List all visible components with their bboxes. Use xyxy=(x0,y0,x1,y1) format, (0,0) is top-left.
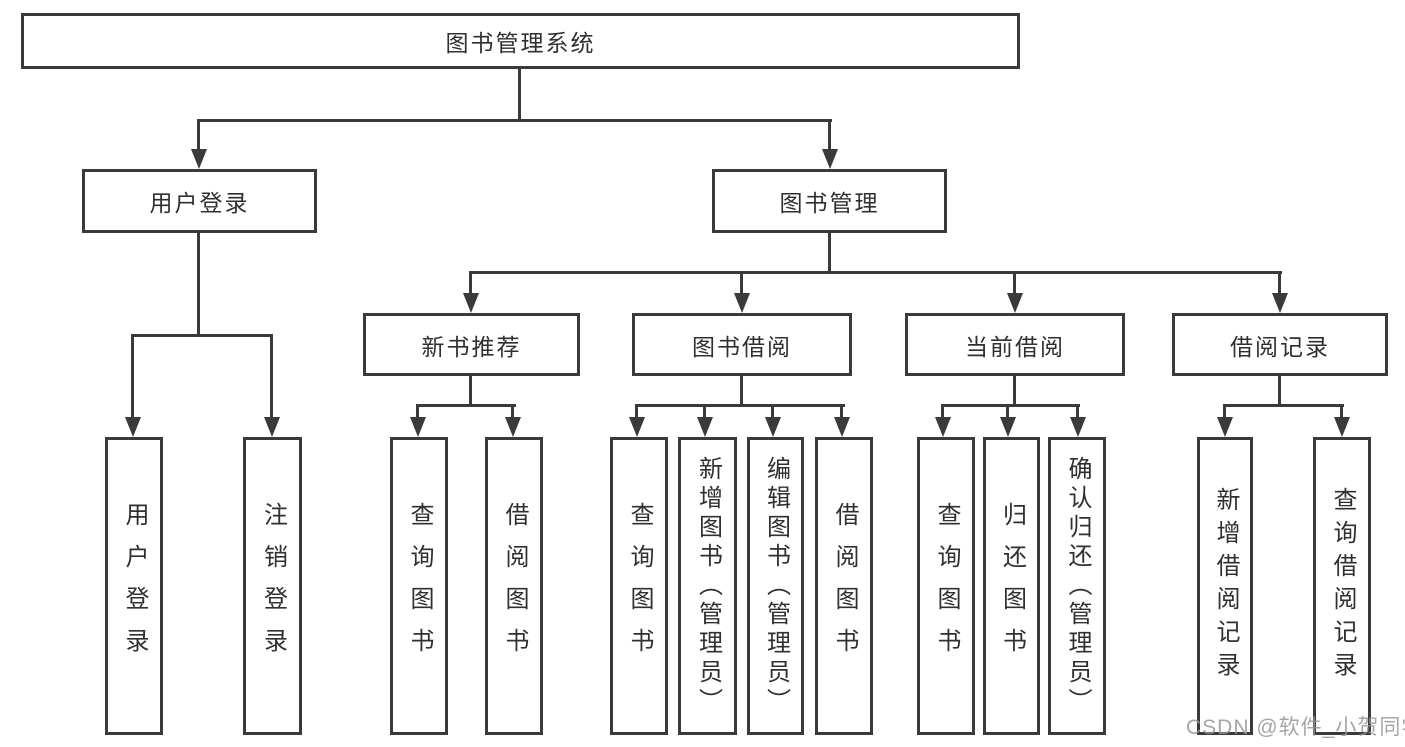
connector-line xyxy=(416,404,516,407)
node-leaf-cb-query: 查询图书 xyxy=(917,437,975,735)
node-leaf-bb-borrow: 借阅图书 xyxy=(815,437,873,735)
connector-line xyxy=(197,119,832,122)
node-label: 编辑图书（管理员） xyxy=(762,455,790,717)
node-label: 图书管理系统 xyxy=(445,30,596,56)
node-label: 借阅图书 xyxy=(501,502,528,670)
arrow-down-icon xyxy=(697,417,713,437)
node-label: 用户登录 xyxy=(149,190,250,216)
node-leaf-br-add: 新增借阅记录 xyxy=(1197,437,1253,735)
node-leaf-nb-borrow: 借阅图书 xyxy=(485,437,543,735)
node-label: 查询图书 xyxy=(933,502,960,670)
arrow-down-icon xyxy=(264,417,280,437)
arrow-down-icon xyxy=(765,417,781,437)
node-label: 当前借阅 xyxy=(965,333,1065,360)
connector-line xyxy=(1006,404,1009,420)
arrow-down-icon xyxy=(505,417,521,437)
node-leaf-bb-add: 新增图书（管理员） xyxy=(678,437,737,735)
node-root: 图书管理系统 xyxy=(21,13,1020,69)
node-book-mgmt: 图书管理 xyxy=(712,169,947,233)
arrow-down-icon xyxy=(822,149,838,169)
node-leaf-logout: 注销登录 xyxy=(243,437,302,735)
arrow-down-icon xyxy=(1000,417,1016,437)
connector-line xyxy=(828,233,831,274)
node-label: 查询图书 xyxy=(406,502,433,670)
connector-line xyxy=(635,404,845,407)
node-label: 图书管理 xyxy=(779,190,880,216)
arrow-down-icon xyxy=(125,417,141,437)
connector-line xyxy=(270,334,273,420)
connector-line xyxy=(1223,404,1344,407)
node-leaf-user-login: 用户登录 xyxy=(105,437,163,735)
connector-line xyxy=(469,271,1282,274)
connector-line xyxy=(469,271,472,296)
node-leaf-bb-edit: 编辑图书（管理员） xyxy=(747,437,804,735)
node-leaf-cb-confirm: 确认归还（管理员） xyxy=(1048,437,1106,735)
connector-line xyxy=(1223,404,1226,420)
connector-line xyxy=(197,119,200,151)
node-leaf-nb-query: 查询图书 xyxy=(390,437,448,735)
connector-line xyxy=(131,334,273,337)
node-leaf-cb-return: 归还图书 xyxy=(983,437,1040,735)
arrow-down-icon xyxy=(734,293,750,313)
arrow-down-icon xyxy=(1334,417,1350,437)
connector-line xyxy=(131,334,134,420)
connector-line xyxy=(703,404,706,420)
node-label: 图书借阅 xyxy=(692,333,792,360)
node-label: 归还图书 xyxy=(998,502,1026,670)
arrow-down-icon xyxy=(834,417,850,437)
connector-line xyxy=(416,404,419,420)
connector-line xyxy=(941,404,1080,407)
node-current-borrow: 当前借阅 xyxy=(905,313,1125,376)
connector-line xyxy=(840,404,843,420)
node-label: 借阅图书 xyxy=(831,502,858,670)
connector-line xyxy=(1076,404,1079,420)
connector-line xyxy=(740,376,743,407)
connector-line xyxy=(1340,404,1343,420)
node-book-borrow: 图书借阅 xyxy=(632,313,852,376)
connector-line xyxy=(1013,376,1016,407)
node-label: 新增借阅记录 xyxy=(1212,487,1239,685)
connector-line xyxy=(518,69,521,120)
node-label: 查询图书 xyxy=(626,502,653,670)
connector-line xyxy=(1013,271,1016,296)
connector-line xyxy=(1278,376,1281,407)
node-label: 注销登录 xyxy=(259,502,287,670)
node-label: 查询借阅记录 xyxy=(1329,487,1356,685)
node-label: 新书推荐 xyxy=(421,333,522,360)
node-label: 借阅记录 xyxy=(1230,333,1330,360)
arrow-down-icon xyxy=(935,417,951,437)
connector-line xyxy=(511,404,514,420)
connector-line xyxy=(740,271,743,296)
arrow-down-icon xyxy=(1217,417,1233,437)
connector-line xyxy=(828,119,831,151)
node-leaf-bb-query: 查询图书 xyxy=(610,437,668,735)
node-label: 用户登录 xyxy=(121,502,148,670)
node-user-login: 用户登录 xyxy=(82,169,317,233)
arrow-down-icon xyxy=(410,417,426,437)
connector-line xyxy=(469,376,472,407)
connector-line xyxy=(771,404,774,420)
node-label: 新增图书（管理员） xyxy=(694,455,722,717)
arrow-down-icon xyxy=(1272,293,1288,313)
connector-line xyxy=(941,404,944,420)
node-borrow-record: 借阅记录 xyxy=(1172,313,1388,376)
connector-line xyxy=(1278,271,1281,296)
node-new-book: 新书推荐 xyxy=(363,313,580,376)
connector-line xyxy=(197,233,200,337)
arrow-down-icon xyxy=(191,149,207,169)
node-leaf-br-query: 查询借阅记录 xyxy=(1313,437,1371,735)
arrow-down-icon xyxy=(1007,293,1023,313)
node-label: 确认归还（管理员） xyxy=(1064,455,1091,717)
connector-line xyxy=(635,404,638,420)
arrow-down-icon xyxy=(463,293,479,313)
arrow-down-icon xyxy=(1070,417,1086,437)
watermark: CSDN @软件_小贺同学 xyxy=(1186,716,1405,739)
arrow-down-icon xyxy=(629,417,645,437)
